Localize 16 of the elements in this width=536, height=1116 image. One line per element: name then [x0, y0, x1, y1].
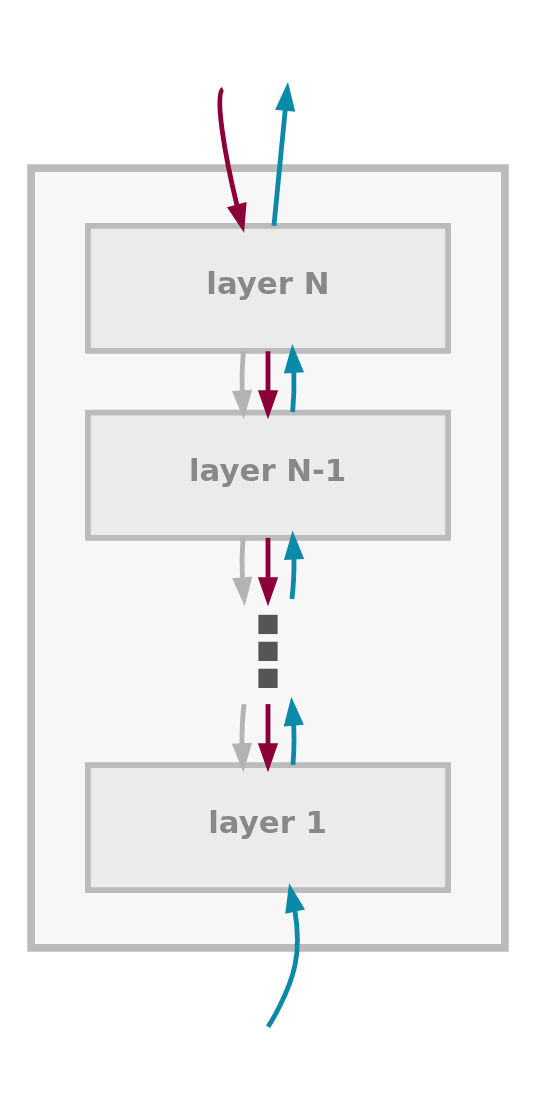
arrow [232, 537, 253, 607]
arrow [257, 704, 279, 773]
cluster [27, 164, 509, 952]
arrow [266, 883, 306, 1029]
arrow [257, 537, 279, 607]
arrow [217, 87, 247, 233]
arrow [283, 343, 305, 413]
node-box: layer 1 [85, 762, 451, 894]
arrow [231, 351, 253, 420]
arrow [283, 530, 305, 600]
node-box: layer N-1 [85, 409, 451, 541]
arrow [257, 351, 279, 420]
node-box: layer N [85, 222, 451, 354]
arrow [271, 81, 296, 226]
arrow [283, 696, 304, 766]
arrow [231, 703, 253, 773]
